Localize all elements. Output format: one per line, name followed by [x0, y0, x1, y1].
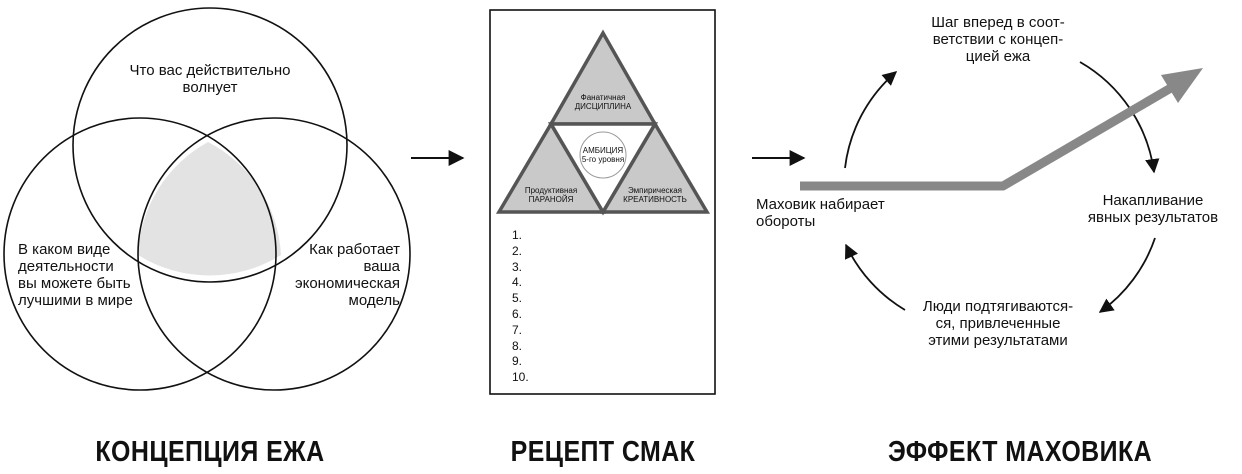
flywheel-arrow-bottom-to-left — [845, 243, 906, 311]
flywheel-top-label-line1: Шаг вперед в соот- — [931, 14, 1065, 31]
smac-top-label-line2: ДИСЦИПЛИНА — [574, 102, 632, 111]
venn-overlap-region — [138, 142, 281, 276]
smac-right-label-line2: КРЕАТИВНОСТЬ — [623, 195, 687, 204]
flywheel-right-label-line2: явных результатов — [1087, 209, 1219, 226]
smac-right-label: Эмпирическая КРЕАТИВНОСТЬ — [615, 186, 695, 204]
list-item: 2. — [512, 243, 523, 258]
flywheel-arrow-right-to-bottom — [1098, 237, 1156, 313]
flywheel-top-label-line3: цией ежа — [965, 48, 1031, 65]
venn-left-label-line3: вы можете быть — [18, 275, 131, 292]
flywheel-top-label: Шаг вперед в соот- ветствии с концеп- ци… — [900, 14, 1096, 65]
list-item: 5. — [512, 291, 523, 306]
venn-top-circle — [72, 7, 348, 283]
list-item: 1. — [512, 228, 523, 242]
flywheel-left-label-line2: обороты — [756, 213, 816, 230]
hedgehog-venn — [3, 7, 411, 391]
smac-left-label: Продуктивная ПАРАНОЙЯ — [511, 186, 591, 204]
venn-top-label-line1: Что вас действительно — [129, 62, 291, 79]
flywheel-left-label: Маховик набирает обороты — [756, 196, 885, 230]
smac-left-label-line1: Продуктивная — [524, 186, 578, 195]
smac-caption: РЕЦЕПТ СМАК — [510, 436, 696, 468]
venn-top-label-line2: волнует — [182, 79, 238, 96]
venn-left-label-line1: В каком виде — [18, 241, 111, 258]
smac-ambition-label-line2: 5-го уровня — [581, 155, 625, 164]
venn-left-label-line2: деятельности — [18, 258, 114, 275]
smac-right-label-line1: Эмпирическая — [628, 186, 682, 195]
list-item: 6. — [512, 306, 523, 321]
flywheel-caption: ЭФФЕКТ МАХОВИКА — [887, 436, 1153, 468]
flywheel-momentum-arrowhead — [1161, 68, 1203, 103]
flywheel-right-label: Накапливание явных результатов — [1068, 192, 1238, 226]
flywheel-arrow-left-to-top — [844, 71, 898, 169]
venn-right-label-line2: ваша — [363, 258, 400, 275]
hedgehog-caption: КОНЦЕПЦИЯ ЕЖА — [95, 436, 325, 468]
flywheel-left-label-line1: Маховик набирает — [756, 196, 885, 213]
smac-ambition-label: АМБИЦИЯ 5-го уровня — [573, 146, 633, 164]
venn-left-label: В каком виде деятельности вы можете быть… — [18, 241, 133, 309]
smac-ambition-label-line1: АМБИЦИЯ — [582, 146, 624, 155]
flywheel-bottom-label-line3: этими результатами — [928, 332, 1068, 349]
venn-right-label: Как работает ваша экономическая модель — [262, 241, 400, 309]
venn-left-circle — [3, 117, 277, 391]
smac-left-label-line2: ПАРАНОЙЯ — [528, 195, 574, 204]
flywheel-bottom-label: Люди подтягиваются- ся, привлеченные эти… — [898, 298, 1098, 349]
flywheel-bottom-label-line2: ся, привлеченные — [935, 315, 1061, 332]
venn-right-circle — [137, 117, 411, 391]
smac-ambition-circle — [579, 131, 627, 179]
flywheel-top-label-line2: ветствии с концеп- — [932, 31, 1064, 48]
list-item: 3. — [512, 259, 523, 274]
venn-right-label-line4: модель — [348, 292, 401, 309]
smac-recipe — [489, 9, 716, 395]
smac-numbered-list: 1. 2. 3. 4. 5. 6. 7. 8. 9. 10. — [512, 228, 529, 386]
flywheel-cycle — [800, 61, 1203, 313]
list-item: 4. — [512, 275, 523, 290]
flywheel-right-label-line1: Накапливание — [1102, 192, 1204, 209]
list-item: 9. — [512, 354, 523, 369]
flywheel-momentum-line — [800, 81, 1179, 191]
smac-top-label: Фанатичная ДИСЦИПЛИНА — [563, 93, 643, 111]
smac-top-label-line1: Фанатичная — [580, 93, 626, 102]
list-item: 10. — [512, 370, 529, 385]
venn-right-label-line1: Как работает — [309, 241, 400, 258]
venn-top-label: Что вас действительно волнует — [112, 62, 308, 96]
venn-right-label-line3: экономическая — [294, 275, 400, 292]
list-item: 8. — [512, 338, 523, 353]
list-item: 7. — [512, 322, 523, 337]
venn-left-label-line4: лучшими в мире — [18, 292, 133, 309]
flywheel-bottom-label-line1: Люди подтягиваются- — [922, 298, 1074, 315]
